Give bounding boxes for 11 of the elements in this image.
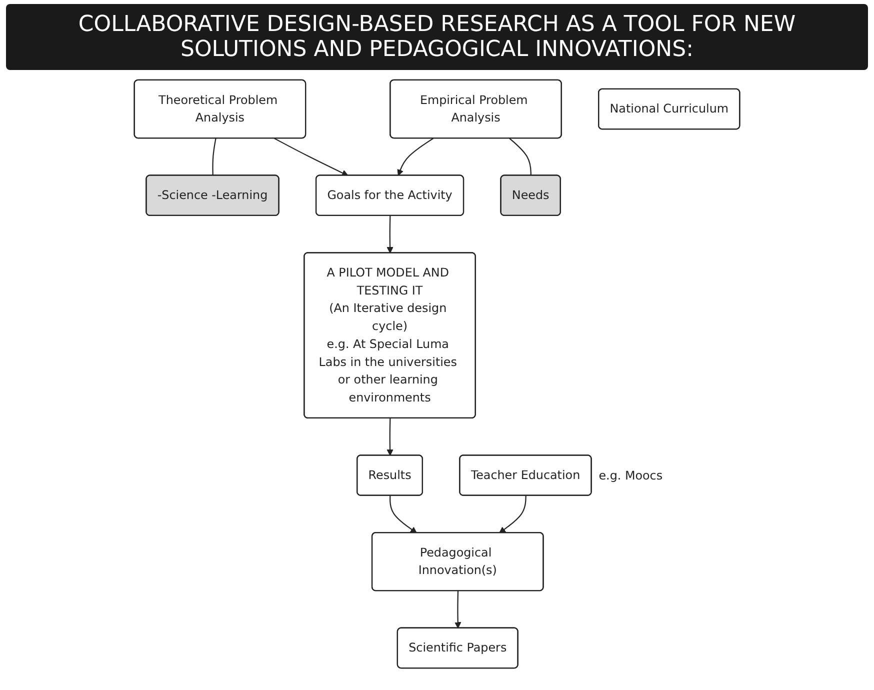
- connector: [212, 138, 216, 176]
- side-note: e.g. Moocs: [598, 468, 663, 483]
- arrow: [274, 138, 348, 176]
- title-banner: COLLABORATIVE DESIGN-BASED RESEARCH AS A TOOL FOR NEW SOLUTIONS AND PEDAGOGICAL INNOVATIONS:: [6, 4, 868, 70]
- arrow: [386, 418, 394, 456]
- arrow: [390, 496, 417, 534]
- arrow: [386, 216, 394, 254]
- arrow: [397, 138, 434, 176]
- arrow: [499, 496, 526, 534]
- connector: [509, 138, 532, 176]
- arrow: [454, 590, 462, 629]
